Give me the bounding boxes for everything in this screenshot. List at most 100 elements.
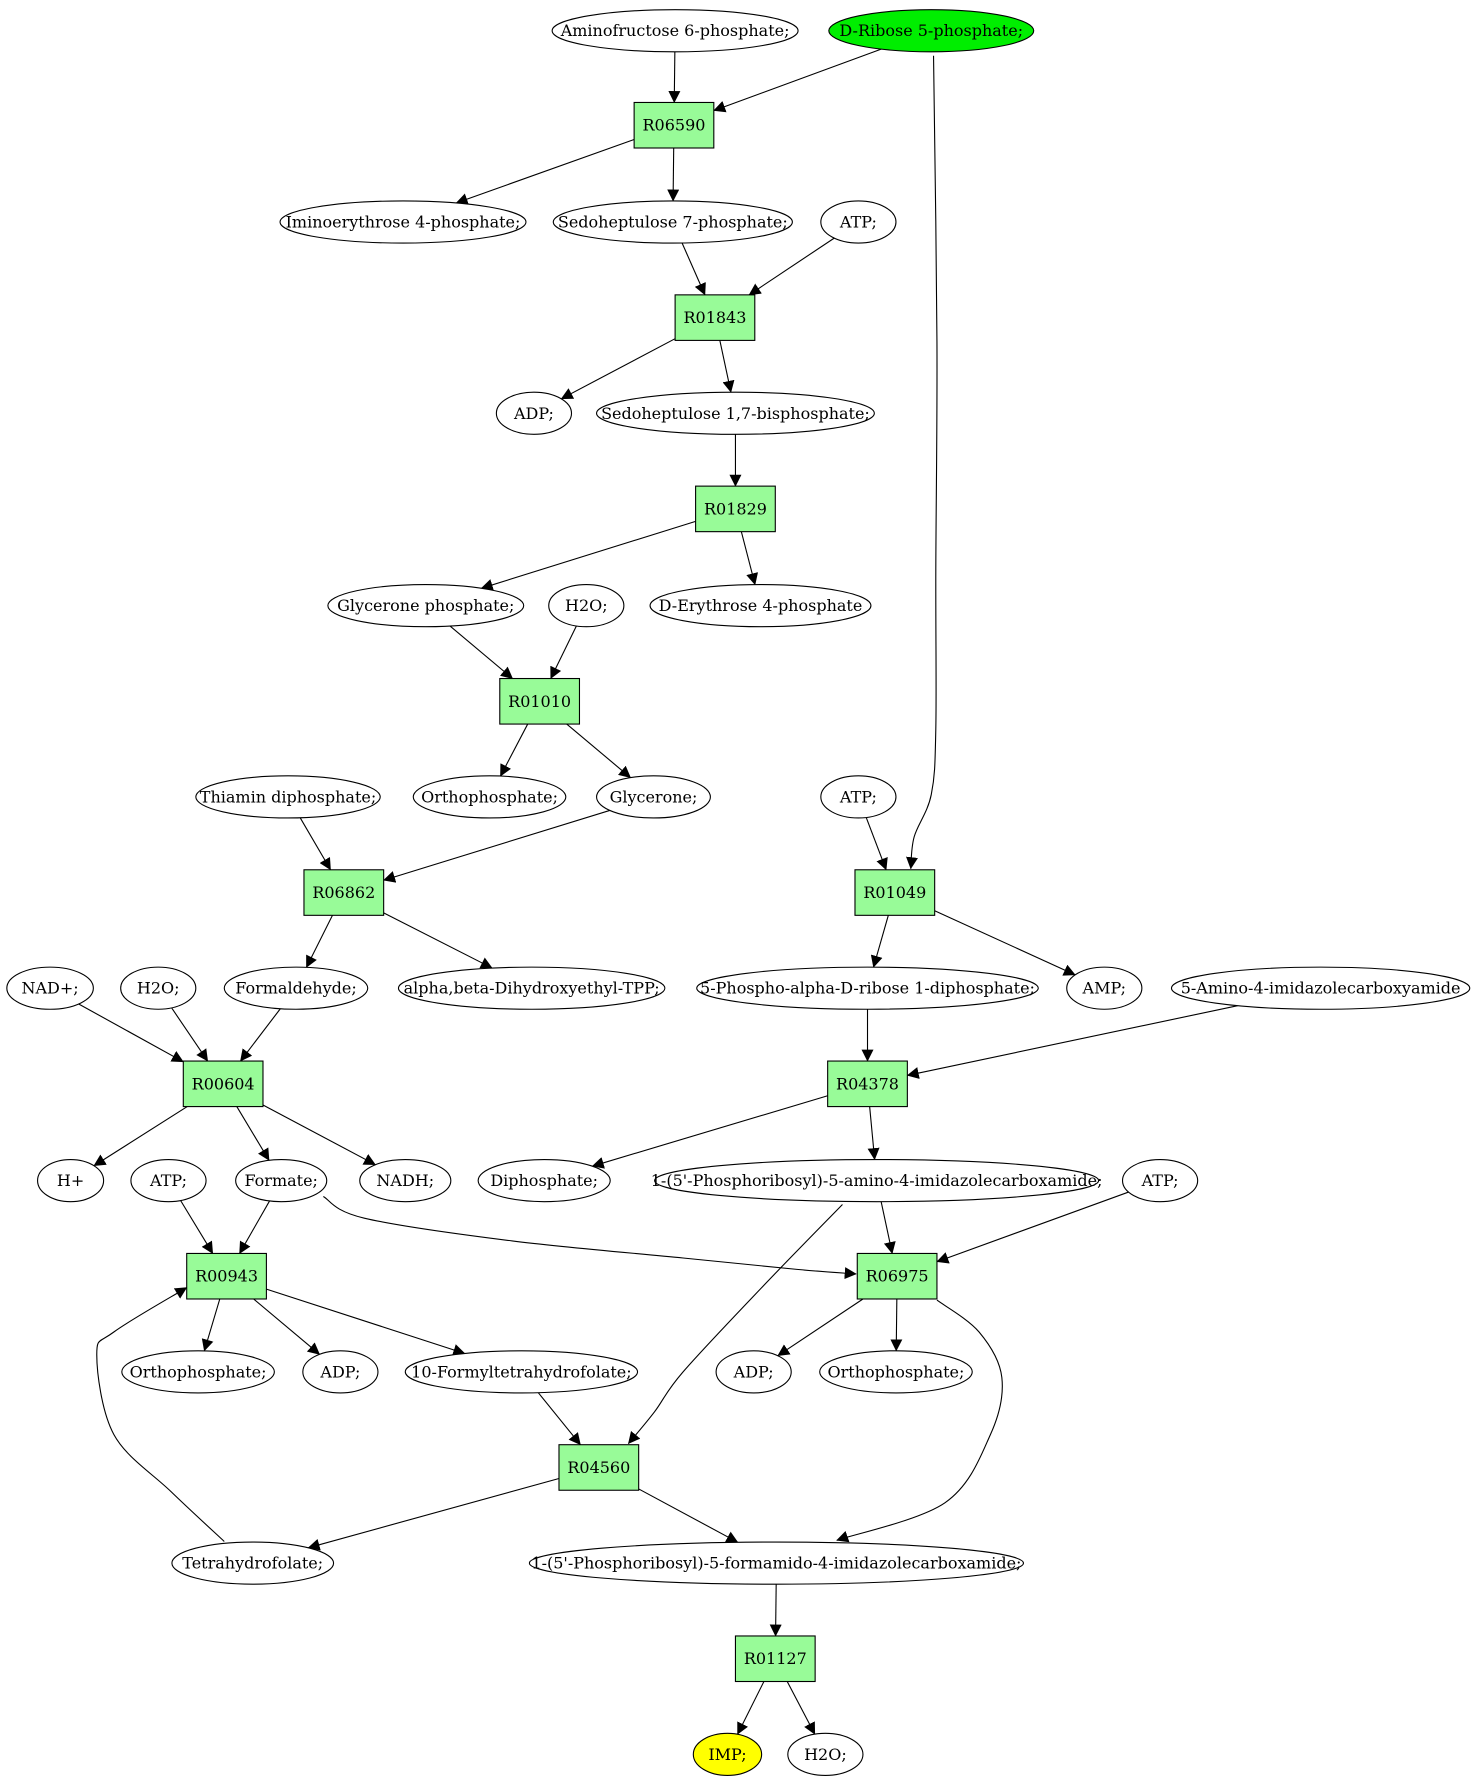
- node-label: ATP;: [839, 787, 877, 806]
- compound-ellipse: [120, 966, 197, 1010]
- compound-node-formaldehyde[interactable]: Formaldehyde;: [223, 966, 369, 1010]
- reaction-box: [854, 869, 936, 916]
- compound-node-aminofructose6p[interactable]: Aminofructose 6-phosphate;: [551, 9, 799, 53]
- compound-ellipse: [654, 1158, 1100, 1203]
- compound-ellipse: [692, 1732, 763, 1776]
- compound-node-orthophosphate1[interactable]: Orthophosphate;: [412, 775, 567, 819]
- compound-node-diphosphate[interactable]: Diphosphate;: [477, 1158, 611, 1203]
- compound-node-adp2[interactable]: ADP;: [302, 1350, 379, 1394]
- compound-node-glyceronep[interactable]: Glycerone phosphate;: [327, 584, 525, 628]
- compound-node-atp3[interactable]: ATP;: [130, 1158, 207, 1203]
- reaction-box: [734, 1635, 816, 1683]
- edge-h2o1-to-R01010: [550, 625, 577, 680]
- compound-node-ribose5p[interactable]: D-Ribose 5-phosphate;: [828, 9, 1035, 53]
- compound-node-erythrose4p[interactable]: D-Erythrose 4-phosphate: [649, 584, 872, 628]
- compound-node-formate[interactable]: Formate;: [235, 1158, 328, 1203]
- node-label: 1-(5'-Phosphoribosyl)-5-formamido-4-imid…: [531, 1554, 1021, 1573]
- compound-node-atp1[interactable]: ATP;: [820, 200, 897, 244]
- edge-R01010-to-orthophosphate1: [499, 723, 529, 777]
- edge-R01010-to-glycerone: [566, 723, 631, 779]
- compound-node-dihydroxyethyltpp[interactable]: alpha,beta-Dihydroxyethyl-TPP;: [397, 966, 666, 1010]
- compound-ellipse: [696, 966, 1039, 1010]
- compound-ellipse: [195, 775, 381, 819]
- edge-R01049-to-prpp: [870, 915, 889, 968]
- compound-node-atp4[interactable]: ATP;: [1121, 1158, 1199, 1203]
- reaction-node-R01010[interactable]: R01010: [499, 677, 581, 725]
- edge-formate-to-R00943: [239, 1200, 271, 1254]
- reaction-node-R04560[interactable]: R04560: [558, 1444, 640, 1491]
- node-label: alpha,beta-Dihydroxyethyl-TPP;: [404, 979, 660, 998]
- reaction-node-R00604[interactable]: R00604: [182, 1060, 264, 1108]
- compound-node-sedoheptulose17bp[interactable]: Sedoheptulose 1,7-bisphosphate;: [596, 391, 875, 435]
- compound-node-nadh[interactable]: NADH;: [359, 1158, 452, 1203]
- edge-R01843-to-adp1: [560, 338, 676, 400]
- compound-node-imp[interactable]: IMP;: [692, 1732, 763, 1776]
- compound-node-adp1[interactable]: ADP;: [495, 391, 573, 435]
- reaction-node-R06590[interactable]: R06590: [633, 101, 715, 149]
- compound-node-h2o1[interactable]: H2O;: [548, 584, 625, 628]
- edge-R06862-to-formaldehyde: [305, 915, 333, 968]
- compound-node-orthophosphate2[interactable]: Orthophosphate;: [121, 1350, 275, 1394]
- reaction-node-R01843[interactable]: R01843: [674, 294, 756, 341]
- reaction-node-R04378[interactable]: R04378: [827, 1060, 908, 1108]
- edge-h2o2-to-R00604: [171, 1007, 209, 1062]
- reaction-box: [303, 869, 385, 916]
- reaction-box: [856, 1252, 938, 1300]
- compound-ellipse: [1170, 966, 1471, 1010]
- compound-ellipse: [552, 200, 793, 244]
- reaction-node-R06862[interactable]: R06862: [303, 869, 385, 916]
- node-label: R01010: [508, 692, 571, 711]
- reaction-box: [558, 1444, 640, 1491]
- edge-R06590-to-sedoheptulose7p: [667, 147, 680, 202]
- node-label: IMP;: [708, 1745, 746, 1764]
- node-label: R01127: [744, 1649, 807, 1668]
- compound-node-sedoheptulose7p[interactable]: Sedoheptulose 7-phosphate;: [552, 200, 793, 244]
- edges-layer: [78, 48, 1238, 1735]
- compound-node-orthophosphate3[interactable]: Orthophosphate;: [819, 1350, 973, 1394]
- compound-node-prpp[interactable]: 5-Phospho-alpha-D-ribose 1-diphosphate;: [696, 966, 1039, 1010]
- compound-node-iminoerythrose4p[interactable]: Iminoerythrose 4-phosphate;: [279, 200, 527, 244]
- edge-R06975-to-faicar: [836, 1299, 1003, 1543]
- edge-R00604-to-formate: [236, 1106, 270, 1161]
- compound-node-thiamindp[interactable]: Thiamin diphosphate;: [195, 775, 381, 819]
- compound-node-hplus[interactable]: H+: [37, 1158, 105, 1203]
- compound-ellipse: [397, 966, 666, 1010]
- reaction-node-R01829[interactable]: R01829: [695, 485, 776, 533]
- edge-R00943-to-orthophosphate2: [201, 1298, 221, 1352]
- node-label: Formate;: [244, 1171, 318, 1190]
- compound-node-atp2[interactable]: ATP;: [820, 775, 897, 819]
- compound-node-h2o2[interactable]: H2O;: [120, 966, 197, 1010]
- node-label: Thiamin diphosphate;: [200, 787, 376, 806]
- compound-node-formylthf[interactable]: 10-Formyltetrahydrofolate;: [404, 1350, 639, 1394]
- edge-nadplus-to-R00604: [78, 1003, 184, 1063]
- edge-R04560-to-thf: [307, 1477, 560, 1551]
- compound-node-faicar[interactable]: 1-(5'-Phosphoribosyl)-5-formamido-4-imid…: [528, 1541, 1025, 1585]
- compound-node-nadplus[interactable]: NAD+;: [6, 966, 94, 1010]
- compound-node-glycerone[interactable]: Glycerone;: [596, 775, 711, 819]
- node-label: ADP;: [513, 404, 554, 423]
- compound-node-h2o3[interactable]: H2O;: [787, 1732, 864, 1776]
- compound-node-aicar[interactable]: 1-(5'-Phosphoribosyl)-5-amino-4-imidazol…: [651, 1158, 1103, 1203]
- reaction-box: [674, 294, 756, 341]
- reaction-node-R00943[interactable]: R00943: [186, 1252, 267, 1300]
- edge-R01829-to-glyceronep: [480, 520, 696, 591]
- reaction-node-R01049[interactable]: R01049: [854, 869, 936, 916]
- edge-glyceronep-to-R01010: [449, 625, 513, 679]
- compound-node-adp3[interactable]: ADP;: [715, 1350, 792, 1394]
- compound-node-aica[interactable]: 5-Amino-4-imidazolecarboxyamide: [1170, 966, 1471, 1010]
- edge-aicar-to-R04560: [628, 1204, 843, 1445]
- compound-node-amp[interactable]: AMP;: [1066, 966, 1143, 1010]
- edge-faicar-to-R01127: [769, 1584, 782, 1637]
- reaction-node-R06975[interactable]: R06975: [856, 1252, 938, 1300]
- reaction-node-R01127[interactable]: R01127: [734, 1635, 816, 1683]
- compound-ellipse: [223, 966, 369, 1010]
- edge-glycerone-to-R06862: [383, 809, 610, 883]
- compound-ellipse: [828, 9, 1035, 53]
- edge-R06862-to-dihydroxyethyltpp: [383, 912, 493, 969]
- node-label: R06862: [312, 883, 375, 902]
- compound-node-thf[interactable]: Tetrahydrofolate;: [171, 1541, 335, 1585]
- compound-ellipse: [279, 200, 527, 244]
- compound-ellipse: [412, 775, 567, 819]
- edge-aminofructose6p-to-R06590: [668, 51, 681, 104]
